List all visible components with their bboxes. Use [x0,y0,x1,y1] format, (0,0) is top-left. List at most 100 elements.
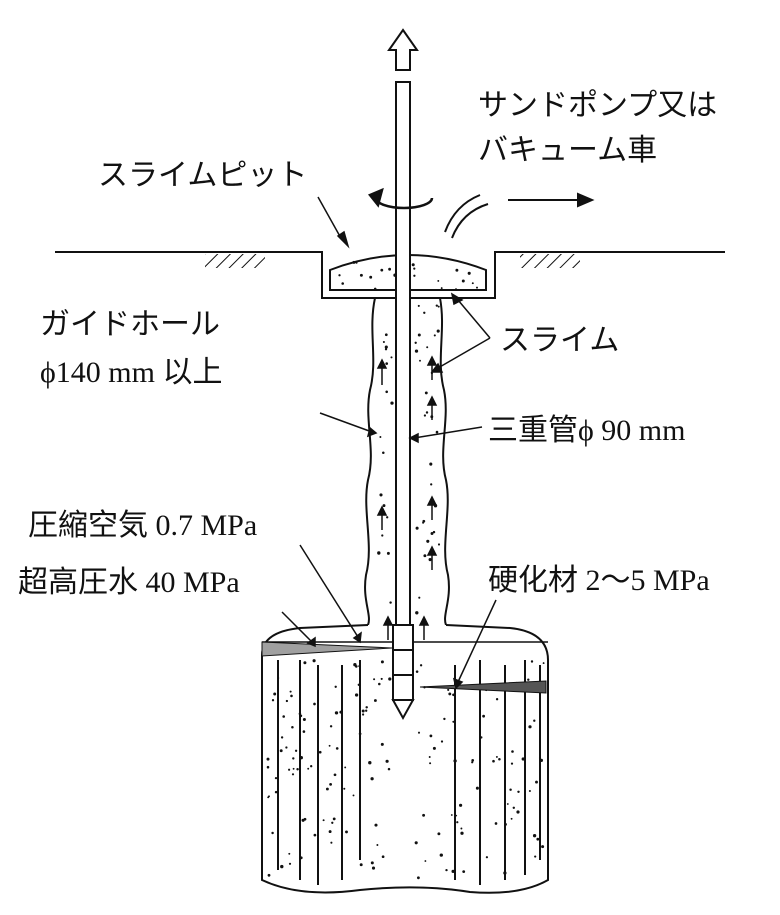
speckle [453,759,457,763]
speckle [388,267,391,271]
speckle [377,551,381,555]
speckle [511,750,514,753]
speckle [291,725,294,729]
speckle [302,730,306,733]
speckle [439,853,443,857]
speckle [424,391,428,395]
speckle [354,693,359,697]
speckle [312,659,316,663]
speckle [516,810,520,814]
speckle [429,762,432,765]
speckle [414,841,418,845]
speckle [266,765,270,769]
speckle [452,720,455,723]
speckle [387,767,391,771]
speckle [334,685,337,688]
speckle [386,551,390,555]
speckle [429,734,433,738]
water-jet [261,641,393,657]
speckle [380,677,383,680]
speckle [425,411,429,414]
speckle [461,279,465,283]
speckle [329,783,332,786]
speckle [374,288,377,291]
speckle [492,759,495,763]
speckle [335,747,339,750]
speckle [437,279,440,282]
speckle [357,683,360,686]
speckle [418,596,421,599]
speckle [273,692,277,696]
hardener-jet [419,680,547,694]
speckle [432,530,436,534]
speckle [504,822,507,826]
speckle [329,725,333,728]
ultra-high-pressure-water-label: 超高圧水 40 MPa [18,566,240,599]
speckle [443,717,446,721]
speckle [528,725,532,729]
speckle [430,483,433,486]
speckle [417,304,420,307]
speckle [542,662,545,665]
speckle [456,821,459,824]
speckle [433,334,436,337]
speckle [298,712,302,715]
speckle [436,329,440,333]
speckle [274,790,278,794]
speckle [384,348,388,351]
speckle [355,665,358,668]
rotation-arrow-icon [367,187,434,210]
speckle [318,750,322,754]
speckle [268,795,270,798]
speckle [460,827,463,830]
speckle [440,740,444,743]
speckle [378,682,381,686]
speckle [288,862,292,865]
speckle [380,268,384,272]
flow-arrows [376,355,438,640]
speckle [274,776,278,780]
speckle [288,852,291,855]
speckle [365,706,368,709]
speckle [388,677,392,681]
speckle [534,855,537,858]
speckle [373,678,376,681]
speckle [362,713,365,716]
speckle [435,304,438,307]
speckle [296,767,299,771]
speckle [374,823,378,827]
guide-hole-label-line1: ガイドホール [40,307,220,342]
sand-pump-label-line1: サンドポンプ又は [478,88,717,123]
speckle [509,788,512,791]
speckle [536,837,540,841]
speckle [455,814,458,817]
speckle [533,719,536,722]
speckle [359,273,363,277]
guide-hole-left-wall [364,297,376,626]
speckle [369,275,373,279]
speckle [462,870,466,873]
speckle [415,526,419,530]
speckle [310,765,313,768]
speckle [331,821,334,824]
speckle [480,736,483,739]
speckle [414,349,419,353]
speckle [432,746,436,750]
speckle [379,493,383,497]
speckle [328,744,331,747]
speckle [424,860,427,862]
triple-pipe-label: 三重管ϕ 90 mm [488,414,685,447]
speckle [385,362,389,365]
speckle [365,709,368,712]
speckle [358,665,361,668]
speckle [413,267,416,270]
speckle [285,699,289,703]
speckle [437,305,440,308]
speckle [332,817,336,821]
speckle [428,756,431,758]
speckle [288,768,291,771]
speckle [495,698,499,701]
speckle [373,699,377,702]
speckle [413,274,416,277]
speckle [352,794,355,797]
